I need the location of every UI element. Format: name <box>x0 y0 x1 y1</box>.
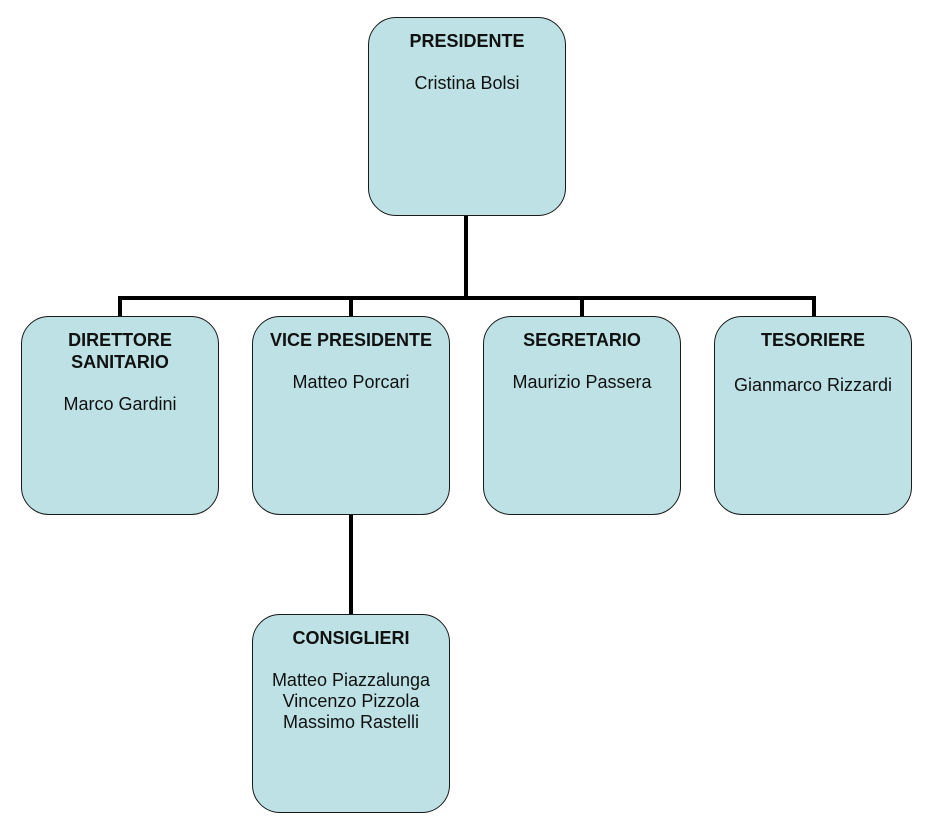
org-node-consiglieri: CONSIGLIERI Matteo Piazzalunga Vincenzo … <box>252 614 450 813</box>
role-label: DIRETTORE SANITARIO <box>68 330 172 372</box>
member-name: Marco Gardini <box>63 394 177 414</box>
role-label: CONSIGLIERI <box>292 628 410 648</box>
org-node-vice-presidente: VICE PRESIDENTE Matteo Porcari <box>252 316 450 515</box>
org-node-presidente: PRESIDENTE Cristina Bolsi <box>368 17 566 216</box>
member-name: Matteo Porcari <box>292 372 410 392</box>
org-node-direttore-sanitario: DIRETTORE SANITARIO Marco Gardini <box>21 316 219 515</box>
member-name: Massimo Rastelli <box>282 712 420 732</box>
member-name: Matteo Piazzalunga <box>271 670 431 690</box>
member-names: Maurizio Passera <box>484 372 680 393</box>
member-name: Maurizio Passera <box>512 372 652 392</box>
member-name: Cristina Bolsi <box>414 73 520 93</box>
member-names: Marco Gardini <box>22 394 218 415</box>
member-name: Gianmarco Rizzardi <box>733 375 893 395</box>
member-names: Matteo Porcari <box>253 372 449 393</box>
member-names: Cristina Bolsi <box>369 73 565 94</box>
role-label: VICE PRESIDENTE <box>269 330 433 350</box>
member-name: Vincenzo Pizzola <box>282 691 420 711</box>
role-label: PRESIDENTE <box>409 31 525 51</box>
member-names: Gianmarco Rizzardi <box>715 375 911 396</box>
role-label: SEGRETARIO <box>523 330 641 350</box>
member-names: Matteo Piazzalunga Vincenzo Pizzola Mass… <box>253 670 449 733</box>
role-label: TESORIERE <box>760 330 866 350</box>
org-node-segretario: SEGRETARIO Maurizio Passera <box>483 316 681 515</box>
org-node-tesoriere: TESORIERE Gianmarco Rizzardi <box>714 316 912 515</box>
